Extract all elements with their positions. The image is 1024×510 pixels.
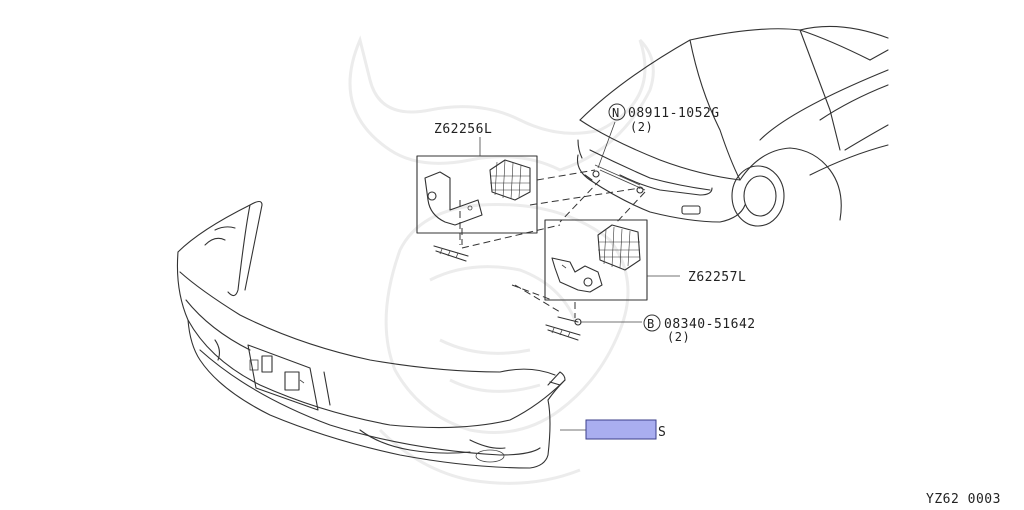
- label-bolt[interactable]: B 08340-51642 (2): [643, 314, 756, 344]
- label-clip-nut[interactable]: N 08911-1052G (2): [608, 103, 720, 134]
- part-number-clip-nut: 08911-1052G: [628, 106, 720, 121]
- mesh-net-left: [489, 159, 531, 201]
- label-bracket-right[interactable]: Z62257L: [688, 270, 746, 285]
- assembly-guide-lines: [461, 169, 646, 318]
- bracket-right-group: [544, 219, 680, 341]
- marker-n: N: [612, 106, 620, 120]
- marker-circle-icon: [608, 103, 626, 121]
- quantity-bolt: (2): [667, 330, 690, 344]
- quantity-clip-nut: (2): [630, 120, 653, 134]
- bumper-fascia-illustration: [176, 200, 566, 469]
- bracket-left-group: [416, 137, 538, 262]
- suffix-s: S: [658, 425, 666, 440]
- marker-b: B: [647, 317, 655, 331]
- mesh-net-right: [597, 224, 641, 271]
- part-number-bolt: 08340-51642: [664, 317, 756, 332]
- label-bracket-left[interactable]: Z62256L: [434, 122, 492, 137]
- label-bumper-fascia[interactable]: S: [585, 419, 666, 440]
- diagram-code: YZ62 0003: [926, 492, 1001, 507]
- highlight-box[interactable]: [585, 419, 657, 440]
- leader-clip-nut: [597, 121, 616, 169]
- vehicle-front-illustration: [576, 25, 889, 227]
- watermark-emblem: [348, 35, 655, 485]
- marker-circle-icon: [643, 314, 661, 332]
